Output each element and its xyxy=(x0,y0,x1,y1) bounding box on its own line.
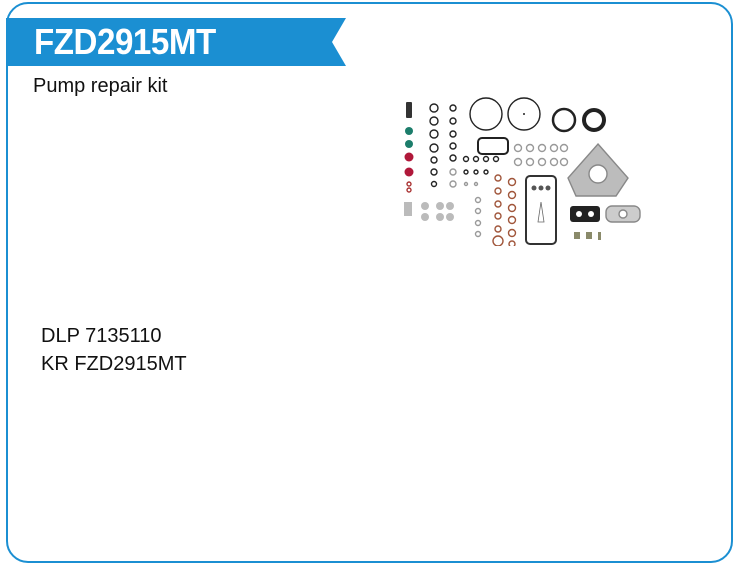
product-card-frame xyxy=(6,2,733,563)
product-description: Pump repair kit xyxy=(33,75,168,97)
cross-reference-item: DLP 7135110 xyxy=(41,325,162,347)
cross-reference-list: DLP 7135110 KR FZD2915MT xyxy=(41,322,187,378)
banner-ribbon-shape xyxy=(6,18,346,66)
part-number-title: FZD2915MT xyxy=(34,21,216,62)
product-image xyxy=(404,97,641,246)
title-banner: FZD2915MT xyxy=(6,18,362,66)
cross-reference-item: KR FZD2915MT xyxy=(41,353,187,375)
